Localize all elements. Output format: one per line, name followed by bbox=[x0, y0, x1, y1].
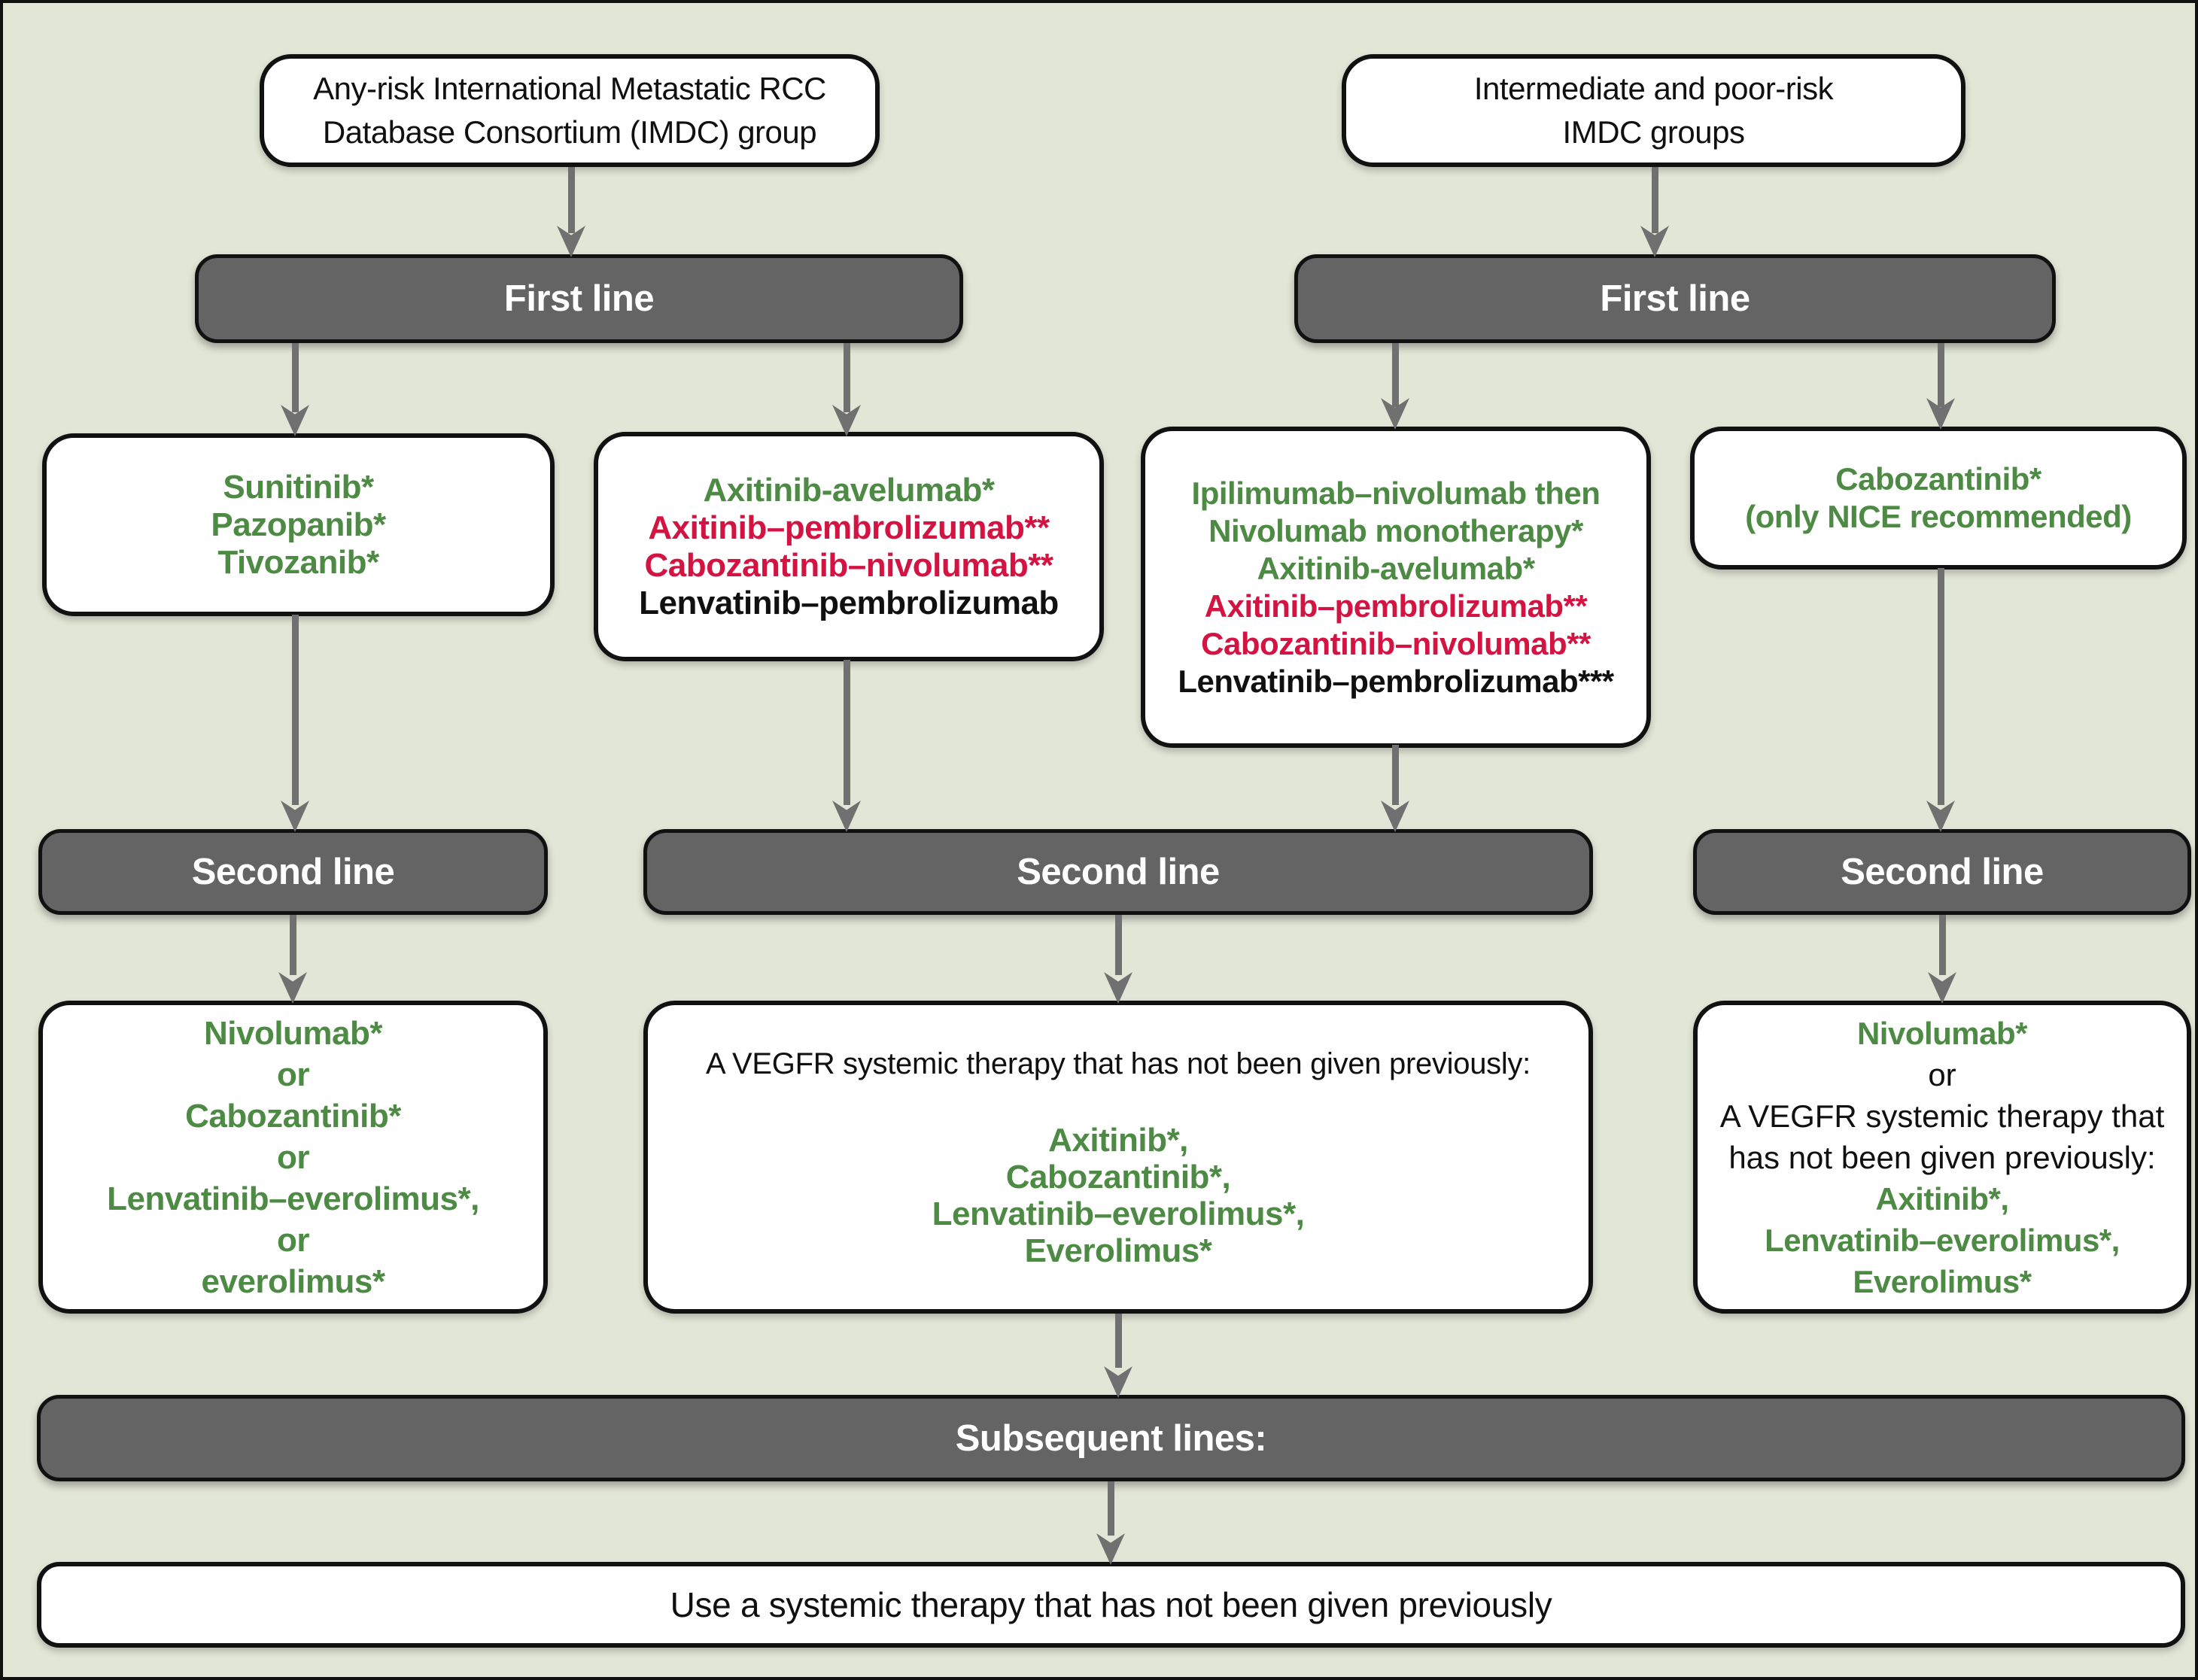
box-first-line-any-risk-monotherapies: Sunitinib* Pazopanib* Tivozanib* bbox=[42, 433, 555, 616]
drug-option: Lenvatinib–everolimus*, bbox=[932, 1195, 1305, 1232]
drug-option: Cabozantinib–nivolumab** bbox=[1201, 625, 1591, 661]
box-text-line: Intermediate and poor-risk bbox=[1473, 71, 1834, 106]
connector-line bbox=[292, 615, 299, 805]
down-arrow-icon bbox=[1381, 801, 1409, 832]
drug-option: Pazopanib* bbox=[211, 506, 386, 543]
drug-option: Sunitinib* bbox=[223, 468, 374, 506]
connector-line bbox=[1392, 343, 1399, 407]
box-any-risk-imdc-group: Any-risk International Metastatic RCC Da… bbox=[260, 54, 880, 167]
drug-option: Cabozantinib–nivolumab** bbox=[644, 546, 1053, 584]
drug-option: Cabozantinib* bbox=[1835, 461, 2041, 497]
connector-line bbox=[844, 660, 850, 805]
or-separator: or bbox=[277, 1056, 310, 1093]
drug-option: Ipilimumab–nivolumab then bbox=[1191, 475, 1601, 511]
bar-label: Second line bbox=[1841, 852, 2044, 892]
connector-line bbox=[1652, 167, 1658, 233]
bar-first-line-left: First line bbox=[195, 254, 963, 343]
drug-option: (only NICE recommended) bbox=[1745, 499, 2132, 534]
bar-label: First line bbox=[503, 278, 655, 319]
box-intermediate-poor-risk-imdc-groups: Intermediate and poor-risk IMDC groups bbox=[1342, 54, 1965, 167]
connector-line bbox=[1938, 568, 1944, 805]
bar-second-line-right: Second line bbox=[1693, 829, 2191, 915]
connector-line bbox=[1392, 745, 1399, 805]
drug-option: everolimus* bbox=[201, 1262, 385, 1300]
bar-label: First line bbox=[1600, 278, 1750, 319]
drug-option: Tivozanib* bbox=[217, 543, 379, 581]
subsequent-note-text: Use a systemic therapy that has not been… bbox=[670, 1585, 1552, 1624]
box-text-line: IMDC groups bbox=[1562, 114, 1745, 150]
down-arrow-icon bbox=[1096, 1533, 1125, 1565]
or-separator: or bbox=[1928, 1056, 1956, 1092]
box-first-line-cabozantinib-nice: Cabozantinib* (only NICE recommended) bbox=[1690, 427, 2187, 570]
drug-option: Lenvatinib–everolimus*, bbox=[107, 1180, 479, 1217]
connector-line bbox=[292, 343, 299, 412]
connector-line bbox=[844, 343, 850, 412]
drug-option: Axitinib*, bbox=[1875, 1180, 2009, 1217]
drug-option: Lenvatinib–everolimus*, bbox=[1765, 1222, 2120, 1258]
drug-option: Axitinib*, bbox=[1048, 1122, 1188, 1159]
connector-line bbox=[568, 167, 575, 233]
down-arrow-icon bbox=[278, 972, 307, 1004]
connector-line bbox=[290, 915, 296, 975]
drug-option: Cabozantinib* bbox=[185, 1097, 401, 1135]
vegfr-title: A VEGFR systemic therapy that has not be… bbox=[706, 1047, 1531, 1080]
connector-line bbox=[1115, 1314, 1122, 1368]
drug-option: Everolimus* bbox=[1853, 1263, 2032, 1299]
drug-option: Lenvatinib–pembrolizumab*** bbox=[1178, 663, 1614, 699]
down-arrow-icon bbox=[281, 801, 309, 832]
down-arrow-icon bbox=[832, 801, 861, 832]
vegfr-note-line: A VEGFR systemic therapy that bbox=[1719, 1098, 2165, 1134]
drug-option: Nivolumab* bbox=[203, 1014, 383, 1052]
down-arrow-icon bbox=[1104, 1366, 1132, 1398]
drug-option: Axitinib-avelumab* bbox=[1257, 550, 1535, 586]
box-first-line-intermediate-poor-combinations: Ipilimumab–nivolumab then Nivolumab mono… bbox=[1141, 427, 1651, 748]
or-separator: or bbox=[277, 1138, 310, 1176]
down-arrow-icon bbox=[1926, 801, 1955, 832]
drug-option: Everolimus* bbox=[1024, 1232, 1212, 1269]
drug-option: Axitinib-avelumab* bbox=[703, 471, 995, 509]
box-second-line-right-options: Nivolumab* or A VEGFR systemic therapy t… bbox=[1693, 1001, 2191, 1314]
bar-label: Subsequent lines: bbox=[955, 1417, 1267, 1459]
box-text-line: Any-risk International Metastatic RCC bbox=[313, 71, 826, 106]
bar-subsequent-lines: Subsequent lines: bbox=[37, 1395, 2185, 1481]
bar-second-line-middle: Second line bbox=[643, 829, 1593, 915]
connector-line bbox=[1108, 1481, 1114, 1536]
box-first-line-any-risk-combinations: Axitinib-avelumab* Axitinib–pembrolizuma… bbox=[594, 432, 1104, 661]
drug-option: Nivolumab* bbox=[1856, 1015, 2028, 1051]
drug-option: Axitinib–pembrolizumab** bbox=[648, 509, 1050, 546]
connector-line bbox=[1115, 915, 1122, 975]
down-arrow-icon bbox=[1928, 972, 1956, 1004]
connector-line bbox=[1939, 915, 1946, 975]
down-arrow-icon bbox=[1104, 972, 1132, 1004]
box-subsequent-note: Use a systemic therapy that has not been… bbox=[37, 1562, 2185, 1648]
drug-option: Axitinib–pembrolizumab** bbox=[1204, 588, 1588, 624]
connector-line bbox=[1938, 343, 1944, 407]
or-separator: or bbox=[277, 1221, 310, 1259]
bar-second-line-left: Second line bbox=[38, 829, 548, 915]
drug-option: Nivolumab monotherapy* bbox=[1208, 512, 1583, 548]
drug-option: Lenvatinib–pembrolizumab bbox=[639, 584, 1059, 621]
box-second-line-vegfr-options: A VEGFR systemic therapy that has not be… bbox=[643, 1001, 1593, 1314]
bar-label: Second line bbox=[191, 852, 395, 892]
bar-first-line-right: First line bbox=[1294, 254, 2056, 343]
drug-option: Cabozantinib*, bbox=[1005, 1159, 1231, 1195]
box-second-line-left-options: Nivolumab* or Cabozantinib* or Lenvatini… bbox=[38, 1001, 548, 1314]
bar-label: Second line bbox=[1017, 852, 1220, 892]
vegfr-note-line: has not been given previously: bbox=[1728, 1139, 2156, 1175]
box-text-line: Database Consortium (IMDC) group bbox=[322, 114, 817, 150]
